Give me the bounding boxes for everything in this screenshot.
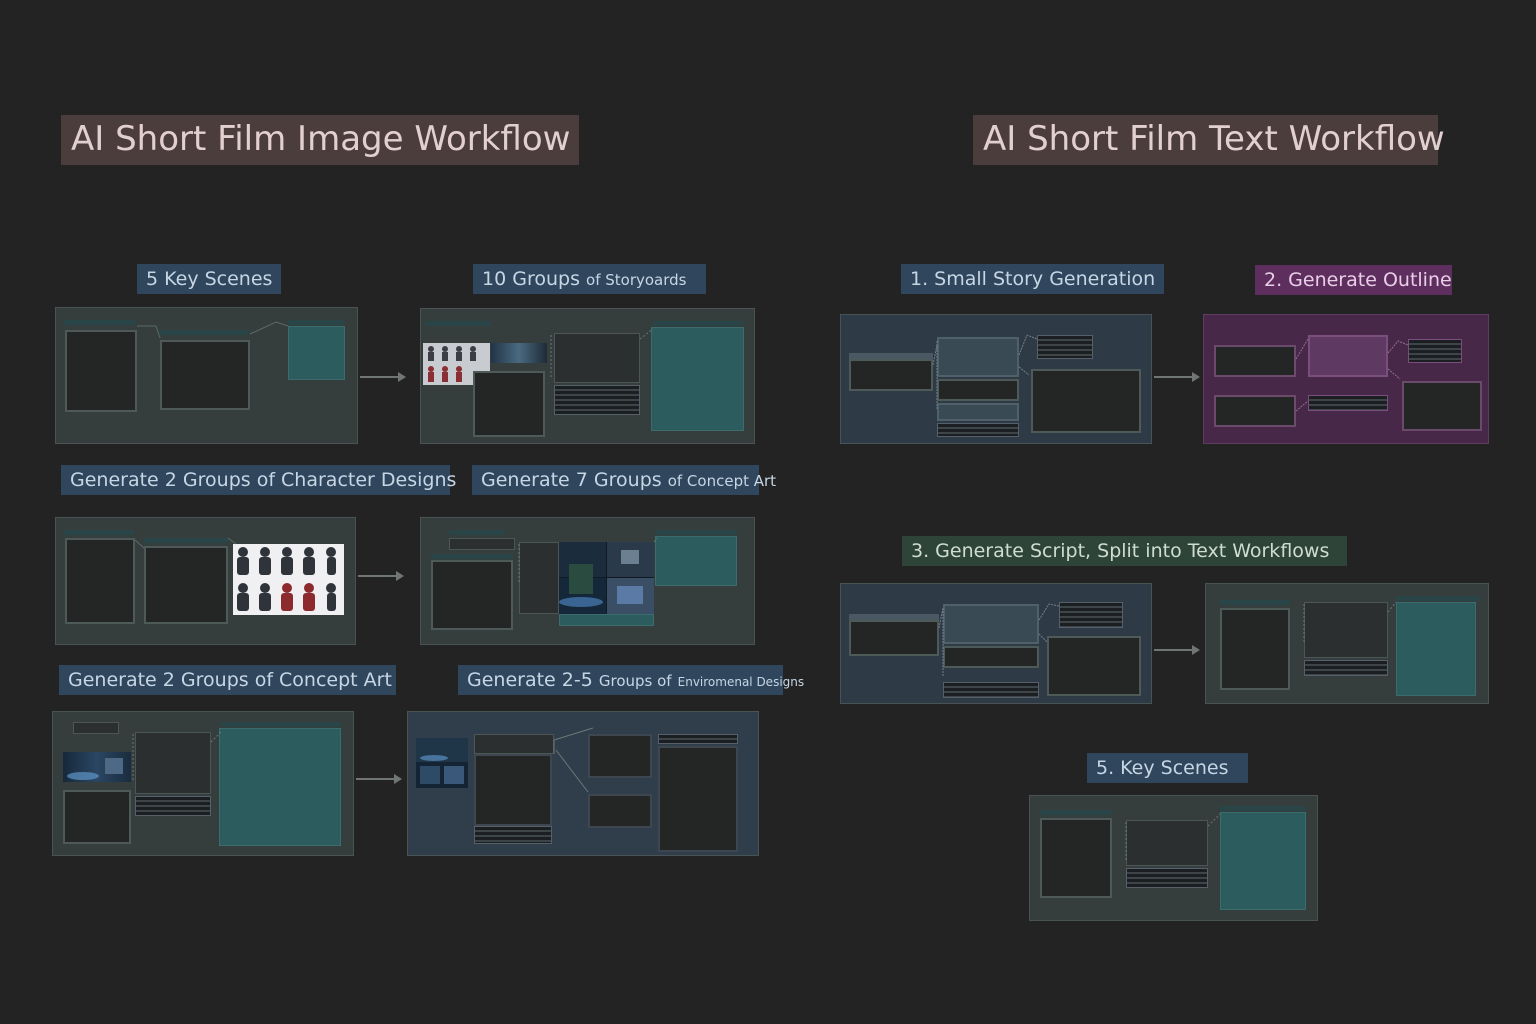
image-node[interactable]: [658, 746, 738, 852]
text-lines-node: [135, 796, 211, 816]
env-suffix: Enviromenal Designs: [677, 675, 805, 689]
image-node[interactable]: [144, 546, 228, 624]
image-node[interactable]: [473, 371, 545, 437]
text-input-node[interactable]: [849, 620, 939, 656]
image-node[interactable]: [588, 734, 652, 778]
output-node[interactable]: [651, 327, 744, 431]
arrow-icon: [1154, 645, 1200, 655]
text-lines-node: [554, 385, 640, 415]
group-label-character-designs: Generate 2 Groups of Character Designs: [61, 465, 456, 495]
text-lines-node: [937, 423, 1019, 437]
arrow-icon: [1154, 372, 1200, 382]
panel-outline[interactable]: [1203, 314, 1489, 444]
concept-art-7-suffix: of Concept Art: [667, 472, 777, 490]
text-node[interactable]: [554, 333, 640, 383]
output-node[interactable]: [559, 614, 654, 626]
image-workflow-title: AI Short Film Image Workflow: [61, 115, 579, 165]
env-mid: Groups of: [598, 672, 672, 690]
input-node[interactable]: [849, 353, 933, 359]
group-label-outline: 2. Generate Outline: [1255, 265, 1452, 295]
group-label-environmental-designs: Generate 2-5 Groups of Enviromenal Desig…: [458, 665, 804, 695]
image-node[interactable]: [63, 790, 131, 844]
output-text-node[interactable]: [1047, 636, 1141, 696]
text-lines-node: [474, 826, 552, 844]
panel-concept-art-2[interactable]: [52, 711, 354, 856]
text-lines-node: [1059, 602, 1123, 628]
output-node[interactable]: [1396, 602, 1476, 696]
text-node[interactable]: [1304, 602, 1388, 658]
header-node[interactable]: [474, 734, 554, 754]
text-lines-node: [1037, 335, 1093, 359]
prompt-node[interactable]: [937, 403, 1019, 421]
prompt-node[interactable]: [1308, 335, 1388, 377]
image-node[interactable]: [431, 560, 513, 630]
panel-character-designs[interactable]: [55, 517, 356, 645]
environment-thumbnail: [416, 738, 468, 788]
concept-art-grid: [559, 542, 654, 614]
text-lines-node: [1304, 660, 1388, 676]
image-node[interactable]: [65, 330, 137, 412]
group-label-script: 3. Generate Script, Split into Text Work…: [902, 536, 1347, 566]
panel-concept-art-7[interactable]: [420, 517, 755, 645]
input-node[interactable]: [849, 614, 939, 620]
image-node[interactable]: [160, 340, 250, 410]
text-lines-node: [1308, 395, 1388, 411]
output-node[interactable]: [655, 536, 737, 586]
text-node[interactable]: [519, 542, 559, 614]
output-node[interactable]: [219, 728, 341, 846]
storyboards-word: Groups: [512, 268, 580, 290]
output-text-node[interactable]: [1031, 369, 1141, 433]
text-input-node[interactable]: [1214, 345, 1296, 377]
header-node[interactable]: [449, 538, 515, 550]
storyboard-scene-thumbnail: [491, 343, 547, 363]
panel-environmental-designs[interactable]: [407, 711, 759, 856]
group-label-story-generation: 1. Small Story Generation: [901, 264, 1165, 294]
text-input-node[interactable]: [1214, 395, 1296, 427]
image-node[interactable]: [588, 794, 652, 828]
image-node[interactable]: [474, 754, 552, 826]
prompt-node[interactable]: [943, 604, 1039, 644]
arrow-icon: [356, 774, 402, 784]
panel-script-output[interactable]: [1205, 583, 1489, 704]
panel-script[interactable]: [840, 583, 1152, 704]
prompt-node[interactable]: [937, 337, 1019, 377]
character-design-sheet: [233, 544, 344, 615]
panel-key-scenes[interactable]: [55, 307, 358, 444]
storyboards-count: 10: [482, 268, 507, 290]
image-node[interactable]: [1220, 608, 1290, 690]
panel-story-generation[interactable]: [840, 314, 1152, 444]
text-lines-node: [1126, 868, 1208, 888]
env-main: Generate 2-5: [467, 669, 593, 691]
image-node[interactable]: [65, 538, 135, 624]
text-lines-node: [658, 734, 738, 744]
text-input-node[interactable]: [849, 359, 933, 391]
concept-art-thumbnail: [63, 752, 131, 782]
text-workflow-title: AI Short Film Text Workflow: [973, 115, 1445, 165]
text-node[interactable]: [135, 732, 211, 794]
text-lines-node: [1408, 339, 1462, 363]
output-node[interactable]: [288, 326, 345, 380]
group-label-concept-art-2: Generate 2 Groups of Concept Art: [59, 665, 396, 695]
image-node[interactable]: [1040, 818, 1112, 898]
storyboards-suffix: of Storyoards: [586, 271, 687, 289]
arrow-icon: [358, 571, 404, 581]
group-label-storyboards: 10 Groups of Storyoards: [473, 264, 706, 294]
arrow-icon: [360, 372, 406, 382]
text-node[interactable]: [943, 646, 1039, 668]
text-lines-node: [943, 682, 1039, 698]
output-node[interactable]: [1220, 812, 1306, 910]
text-node[interactable]: [1126, 820, 1208, 866]
panel-storyboards[interactable]: [420, 308, 755, 444]
group-label-text-key-scenes: 5. Key Scenes: [1087, 753, 1248, 783]
concept-art-7-main: Generate 7 Groups: [481, 469, 662, 491]
text-node[interactable]: [937, 379, 1019, 401]
output-text-node[interactable]: [1402, 381, 1482, 431]
header-node[interactable]: [73, 722, 119, 734]
group-label-key-scenes: 5 Key Scenes: [137, 264, 282, 294]
panel-text-key-scenes[interactable]: [1029, 795, 1318, 921]
group-label-concept-art-7: Generate 7 Groups of Concept Art: [472, 465, 776, 495]
